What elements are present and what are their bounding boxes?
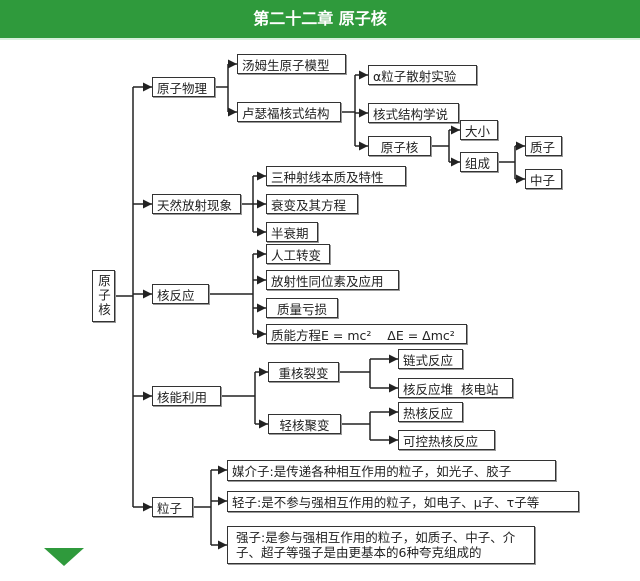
- node-half-life: 半衰期: [266, 222, 318, 242]
- node-thomson: 汤姆生原子模型: [237, 54, 346, 74]
- node-mass-defect: 质量亏损: [266, 298, 338, 318]
- node-nuclear-reaction: 核反应: [152, 284, 209, 304]
- node-thermonuclear: 热核反应: [398, 402, 463, 422]
- node-artificial: 人工转变: [266, 244, 330, 264]
- node-rays: 三种射线本质及特性: [266, 166, 406, 186]
- node-nucleus: 原子核: [368, 136, 431, 156]
- header-divider: [0, 38, 640, 40]
- node-nuclear-model: 核式结构学说: [368, 103, 459, 123]
- node-composition: 组成: [460, 152, 498, 172]
- chapter-title: 第二十二章 原子核: [0, 0, 640, 38]
- root-node: 原子核: [92, 270, 115, 322]
- node-size: 大小: [460, 120, 498, 140]
- node-mediator: 媒介子:是传递各种相互作用的粒子，如光子、胶子: [227, 460, 556, 481]
- node-atomic-physics: 原子物理: [152, 77, 215, 97]
- node-chain: 链式反应: [398, 349, 463, 369]
- node-natural-radiation: 天然放射现象: [152, 194, 241, 214]
- node-fusion: 轻核聚变: [268, 414, 341, 434]
- node-alpha-scattering: α粒子散射实验: [368, 65, 477, 85]
- node-fission: 重核裂变: [268, 362, 339, 382]
- node-decay: 衰变及其方程: [266, 194, 358, 214]
- node-mass-energy: 质能方程E = mc² ΔE = Δmc²: [266, 324, 467, 344]
- node-particles: 粒子: [152, 497, 193, 517]
- node-controlled: 可控热核反应: [398, 430, 495, 450]
- node-hadron: 强子:是参与强相互作用的粒子，如质子、中子、介子、超子等强子是由更基本的6种夸克…: [227, 526, 535, 564]
- node-rutherford: 卢瑟福核式结构: [237, 102, 341, 122]
- node-proton: 质子: [525, 136, 562, 156]
- node-isotopes: 放射性同位素及应用: [266, 270, 399, 290]
- node-reactor: 核反应堆 核电站: [398, 378, 513, 398]
- node-nuclear-energy: 核能利用: [152, 386, 221, 406]
- down-triangle-icon: [44, 548, 84, 566]
- node-lepton: 轻子:是不参与强相互作用的粒子，如电子、μ子、τ子等: [227, 491, 579, 512]
- node-neutron: 中子: [525, 169, 562, 189]
